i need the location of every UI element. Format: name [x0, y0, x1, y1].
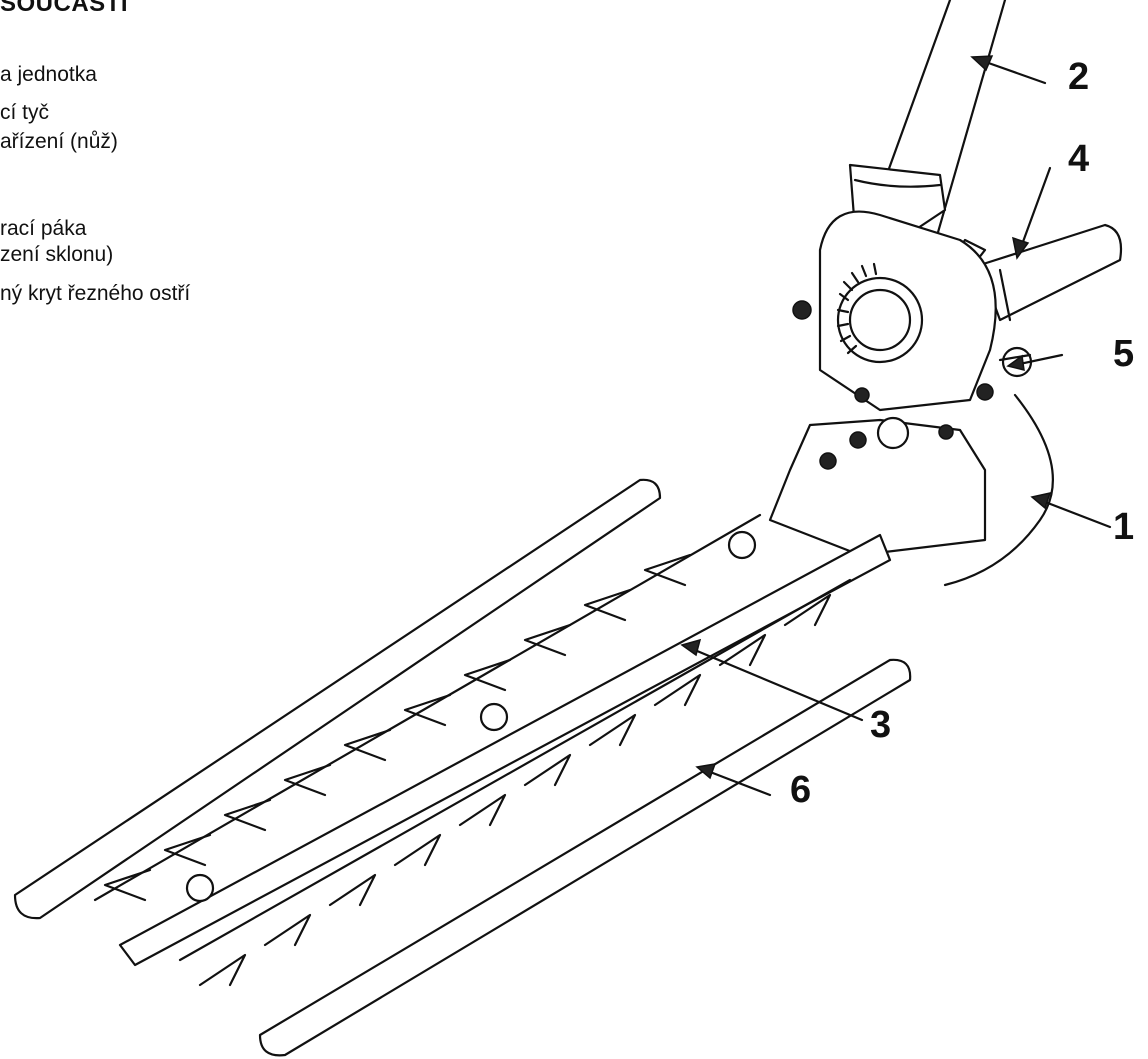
- section-heading: SOUČÁSTI: [0, 0, 129, 17]
- legend-item-6: ný kryt řezného ostří: [0, 282, 191, 305]
- blade-housing: [768, 416, 987, 557]
- legend-item-1: a jednotka: [0, 63, 97, 86]
- callout-3: 3: [870, 704, 892, 746]
- legend-item-4-line1: rací páka: [0, 217, 87, 240]
- gear-head: [792, 210, 1033, 412]
- angle-adjust-arc: [943, 393, 1054, 587]
- callout-2: 2: [1068, 56, 1090, 98]
- leader-lines: [680, 55, 1112, 797]
- callout-4: 4: [1068, 138, 1090, 180]
- callout-1: 1: [1113, 506, 1135, 548]
- legend-item-2: cí tyč: [0, 101, 50, 124]
- legend-item-4-line2: zení sklonu): [0, 243, 114, 266]
- callout-5: 5: [1113, 333, 1135, 375]
- blade-cover-right: [258, 658, 912, 1057]
- callout-6: 6: [790, 769, 812, 811]
- blade-cover-left: [13, 478, 662, 920]
- legend-item-3: ařízení (nůž): [0, 130, 118, 153]
